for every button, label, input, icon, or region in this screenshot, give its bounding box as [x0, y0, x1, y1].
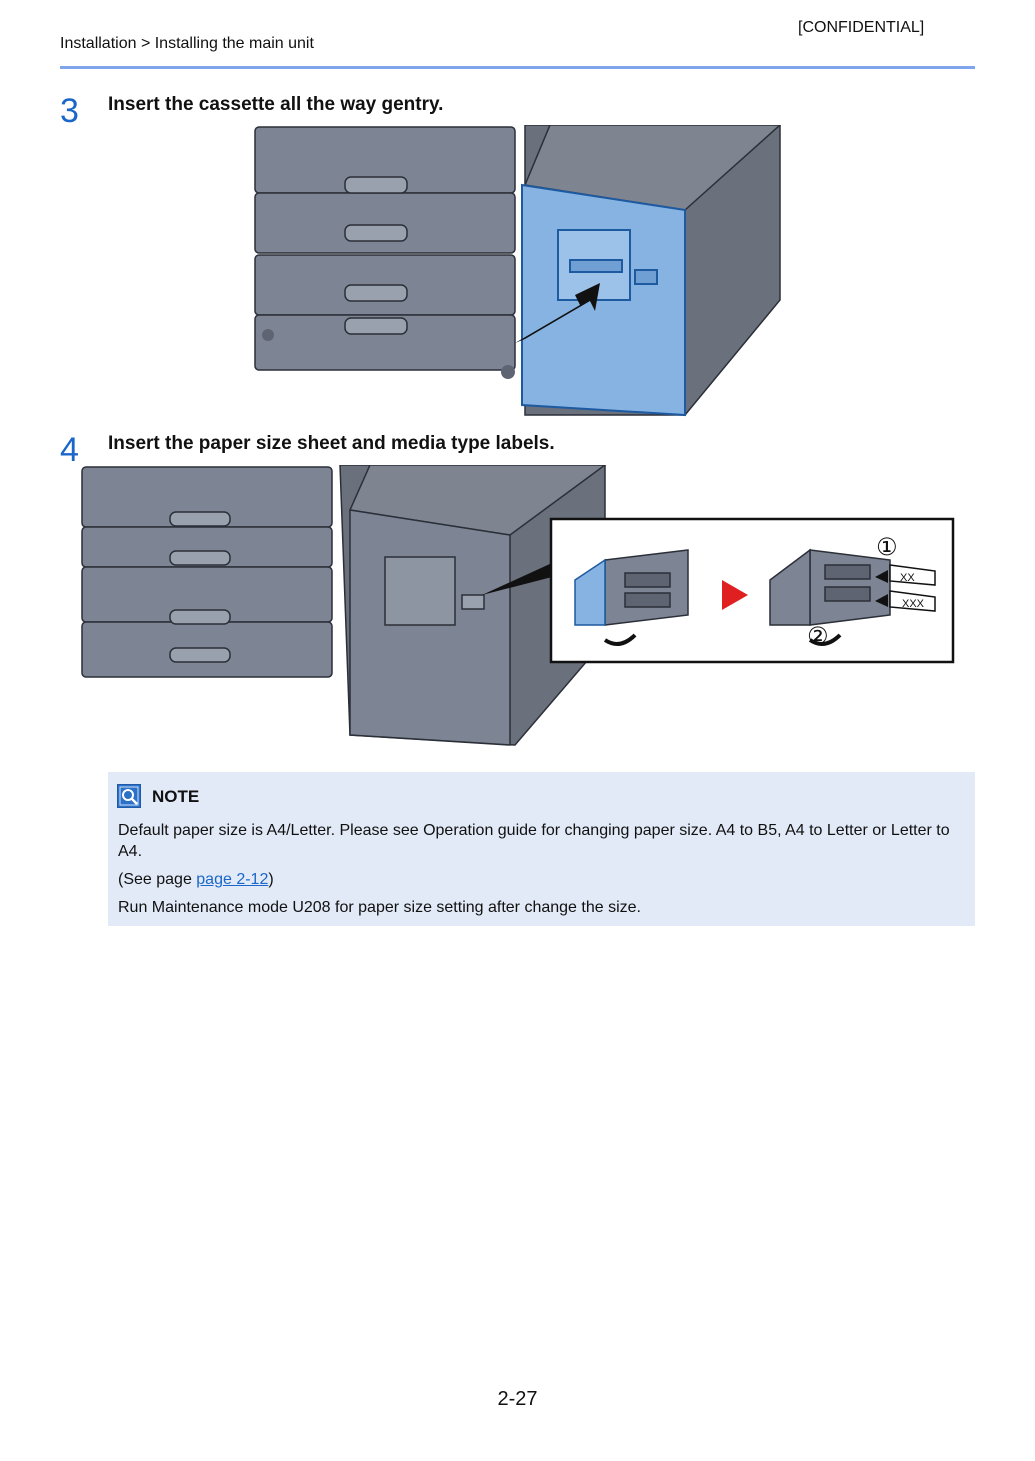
insert-arrow-icon	[515, 283, 600, 343]
type-label-text: XXX	[902, 598, 925, 610]
note-box	[108, 772, 975, 926]
rotate-arrow-2-icon	[808, 633, 842, 646]
note-see-page: (See page page 2-12)	[118, 869, 968, 890]
confidential-label: [CONFIDENTIAL]	[798, 19, 925, 36]
door-open-detail	[574, 549, 689, 626]
size-label-text: XX	[900, 572, 915, 584]
note-icon	[117, 784, 141, 808]
page-link[interactable]: page 2-12	[196, 871, 269, 888]
callout-1: ①	[876, 533, 898, 561]
size-label-card	[889, 564, 936, 586]
see-prefix: (See page	[118, 871, 197, 888]
type-label-card	[889, 590, 936, 612]
rotate-arrow-icon	[603, 633, 637, 646]
callout-2: ②	[807, 622, 829, 650]
note-line-3: Run Maintenance mode U208 for paper size…	[118, 899, 641, 916]
step-3-number: 3	[60, 92, 79, 130]
next-step-arrow-icon	[722, 580, 748, 610]
note-title: NOTE	[152, 787, 200, 806]
cassette-drawer	[521, 183, 686, 417]
step-3-text: Insert the cassette all the way gentry.	[108, 94, 444, 115]
header-divider	[60, 66, 975, 69]
label-insert-illustration: XX XXX ① ②	[81, 465, 955, 746]
see-suffix: )	[268, 871, 274, 888]
breadcrumb: Installation > Installing the main unit	[60, 35, 314, 52]
step-4-number: 4	[60, 431, 79, 469]
page-number: 2-27	[497, 1388, 538, 1410]
labels-insert-detail	[769, 548, 891, 626]
note-line-1: Default paper size is A4/Letter. Please …	[118, 822, 950, 860]
step-4-text: Insert the paper size sheet and media ty…	[108, 433, 555, 454]
cassette-insert-illustration	[254, 125, 782, 417]
